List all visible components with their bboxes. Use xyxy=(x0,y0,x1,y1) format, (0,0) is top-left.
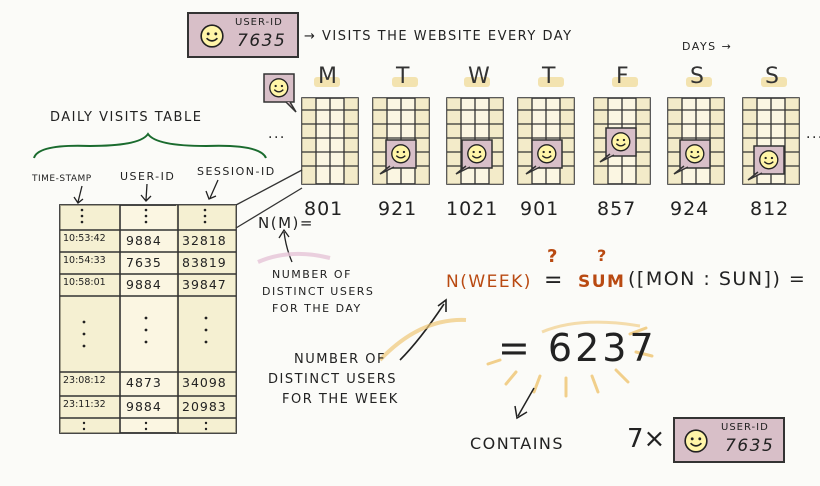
table-title: DAILY VISITS TABLE xyxy=(50,110,203,125)
day-count-5: 924 xyxy=(670,198,710,220)
user-bubble-icon xyxy=(525,139,563,175)
weekly-formula-eq: = xyxy=(544,268,564,293)
user-bubble-icon xyxy=(263,73,297,113)
day-count-6: 812 xyxy=(750,198,790,220)
user-bubble-icon xyxy=(455,139,493,175)
weekly-formula-range: ([MON : SUN]) = xyxy=(628,268,807,290)
table-cell: 23:11:32 xyxy=(63,399,106,410)
table-cell: 39847 xyxy=(182,277,227,292)
table-brace xyxy=(33,132,267,159)
weekly-formula-left: N(WEEK) xyxy=(446,272,532,292)
user-bubble-icon xyxy=(379,139,417,175)
header-description: → VISITS THE WEBSITE EVERY DAY xyxy=(304,29,573,44)
table-cell: 10:58:01 xyxy=(63,277,106,288)
contains-user-id-card: USER-ID 7635 xyxy=(673,417,785,463)
days-label: DAYS → xyxy=(682,40,733,53)
table-cell: 4873 xyxy=(126,375,162,390)
table-cell: 34098 xyxy=(182,375,227,390)
weekly-note-line2: DISTINCT USERS xyxy=(268,372,398,387)
card-id: 7635 xyxy=(237,31,287,51)
ellipsis-right: ... xyxy=(806,126,820,142)
table-cell: 23:08:12 xyxy=(63,375,106,386)
daily-note-line1: NUMBER OF xyxy=(272,268,352,281)
table-cell: 9884 xyxy=(126,399,162,414)
table-cell: 9884 xyxy=(126,233,162,248)
table-cell: 83819 xyxy=(182,255,227,270)
table-cell: 32818 xyxy=(182,233,227,248)
contains-label: CONTAINS xyxy=(470,434,565,453)
day-letter-5: S xyxy=(686,64,712,89)
ellipsis-left: ... xyxy=(268,126,286,142)
day-count-0: 801 xyxy=(304,198,344,220)
day-count-1: 921 xyxy=(378,198,418,220)
question-mark-1: ? xyxy=(547,246,559,267)
daily-note-line2: DISTINCT USERS xyxy=(262,285,375,298)
card-label: USER-ID xyxy=(721,422,769,433)
question-mark-2: ? xyxy=(597,246,608,265)
user-bubble-icon xyxy=(599,127,637,163)
day-letter-2: W xyxy=(464,64,490,89)
table-cell: 20983 xyxy=(182,399,227,414)
user-id-card: USER-ID 7635 xyxy=(187,12,299,58)
day-count-3: 901 xyxy=(520,198,560,220)
user-bubble-icon xyxy=(747,145,785,181)
weekly-note-line3: FOR THE WEEK xyxy=(282,392,399,407)
weekly-result: = 6237 xyxy=(498,326,657,370)
table-cell: 10:53:42 xyxy=(63,233,106,244)
times-label: 7× xyxy=(627,424,666,454)
table-cell: 9884 xyxy=(126,277,162,292)
card-label: USER-ID xyxy=(235,17,283,28)
daily-note-line3: FOR THE DAY xyxy=(272,302,362,315)
day-letter-0: M xyxy=(314,64,340,89)
smiley-face-icon xyxy=(684,429,708,453)
day-count-4: 857 xyxy=(597,198,637,220)
card-id: 7635 xyxy=(725,436,775,456)
column-header-session-id: SESSION-ID xyxy=(197,165,276,178)
day-letter-1: T xyxy=(391,64,419,89)
weekly-note-line1: NUMBER OF xyxy=(294,352,386,367)
column-header-timestamp: TIME-STAMP xyxy=(32,174,92,184)
day-letter-3: T xyxy=(537,64,565,89)
column-header-user-id: USER-ID xyxy=(120,170,176,183)
day-letter-6: S xyxy=(761,64,787,89)
table-cell: 10:54:33 xyxy=(63,255,106,266)
daily-formula: N(M)= xyxy=(258,214,314,232)
day-count-2: 1021 xyxy=(446,198,499,220)
day-letter-4: F xyxy=(612,64,638,89)
weekly-formula-sum: SUM xyxy=(578,272,626,292)
user-bubble-icon xyxy=(673,139,711,175)
table-cell: 7635 xyxy=(126,255,162,270)
